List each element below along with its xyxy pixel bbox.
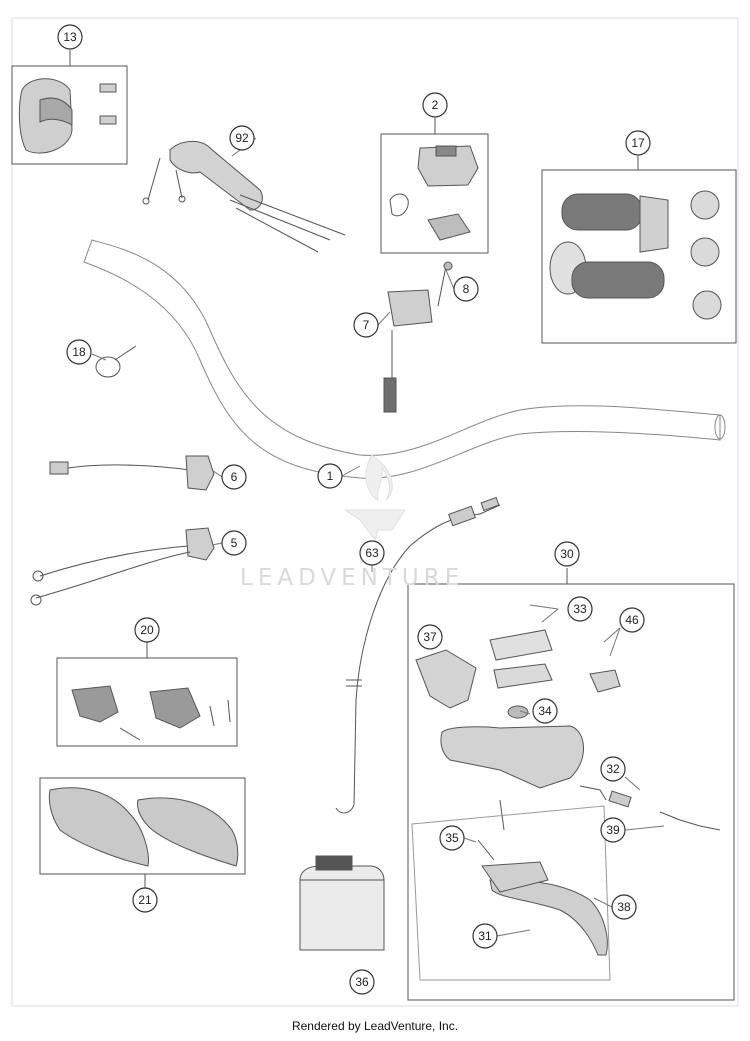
- callout-13: 13: [57, 24, 83, 50]
- callout-2: 2: [422, 92, 448, 118]
- svg-text:5: 5: [231, 536, 238, 550]
- box-21: [39, 777, 246, 875]
- footer-credit: Rendered by LeadVenture, Inc.: [291, 1019, 459, 1033]
- callout-38: 38: [611, 894, 637, 920]
- svg-text:92: 92: [235, 131, 249, 145]
- part-2-drawing: [389, 145, 479, 241]
- callout-20: 20: [134, 617, 160, 643]
- callout-17: 17: [625, 130, 651, 156]
- callout-46: 46: [619, 607, 645, 633]
- callout-7: 7: [353, 312, 379, 338]
- svg-text:18: 18: [72, 345, 86, 359]
- part-5-drawing: [30, 527, 215, 606]
- callout-18: 18: [66, 339, 92, 365]
- callout-63: 63: [359, 540, 385, 566]
- svg-text:37: 37: [423, 630, 437, 644]
- callout-5: 5: [221, 530, 247, 556]
- callout-6: 6: [221, 464, 247, 490]
- svg-text:31: 31: [478, 929, 492, 943]
- part-63-drawing: [335, 496, 501, 814]
- part-7-drawing: [383, 289, 433, 413]
- callout-32: 32: [600, 756, 626, 782]
- part-6-drawing: [49, 455, 215, 491]
- svg-text:35: 35: [445, 831, 459, 845]
- svg-text:13: 13: [63, 30, 77, 44]
- svg-text:1: 1: [327, 469, 334, 483]
- callout-1: 1: [317, 463, 343, 489]
- watermark-text: LEADVENTURE: [240, 565, 465, 591]
- handlebar: [83, 239, 721, 479]
- svg-text:32: 32: [606, 762, 620, 776]
- svg-text:7: 7: [363, 318, 370, 332]
- diagram-frame: [11, 17, 739, 1007]
- part-20-drawing: [71, 685, 231, 741]
- part-18-drawing: [95, 345, 137, 378]
- callout-36: 36: [349, 969, 375, 995]
- svg-text:17: 17: [631, 136, 645, 150]
- svg-text:46: 46: [625, 613, 639, 627]
- svg-text:39: 39: [606, 823, 620, 837]
- box-17: [541, 169, 737, 344]
- callout-35: 35: [439, 825, 465, 851]
- callout-39: 39: [600, 817, 626, 843]
- part-30-drawing: [411, 629, 721, 981]
- svg-text:30: 30: [560, 547, 574, 561]
- svg-text:33: 33: [573, 602, 587, 616]
- part-8-drawing: [437, 261, 453, 307]
- svg-text:2: 2: [432, 98, 439, 112]
- callout-8: 8: [453, 276, 479, 302]
- svg-text:6: 6: [231, 470, 238, 484]
- part-13-drawing: [18, 78, 117, 154]
- part-21-drawing: [48, 787, 239, 867]
- callout-30: 30: [554, 541, 580, 567]
- watermark-logo: [343, 454, 406, 542]
- svg-text:38: 38: [617, 900, 631, 914]
- callout-34: 34: [532, 698, 558, 724]
- svg-text:63: 63: [365, 546, 379, 560]
- part-36-drawing: [299, 855, 385, 951]
- box-30: [407, 583, 735, 1001]
- callout-21: 21: [132, 887, 158, 913]
- svg-text:20: 20: [140, 623, 154, 637]
- svg-text:36: 36: [355, 975, 369, 989]
- callout-92: 92: [229, 125, 255, 151]
- part-17-drawing: [549, 190, 722, 320]
- callout-33: 33: [567, 596, 593, 622]
- svg-text:34: 34: [538, 704, 552, 718]
- callout-37: 37: [417, 624, 443, 650]
- part-92-drawing: [142, 141, 346, 253]
- svg-text:21: 21: [138, 893, 152, 907]
- svg-text:8: 8: [463, 282, 470, 296]
- callout-31: 31: [472, 923, 498, 949]
- callouts: 13 92 2 17 8 7 18 6 1 5 63 30 33 46 20 3…: [57, 24, 651, 995]
